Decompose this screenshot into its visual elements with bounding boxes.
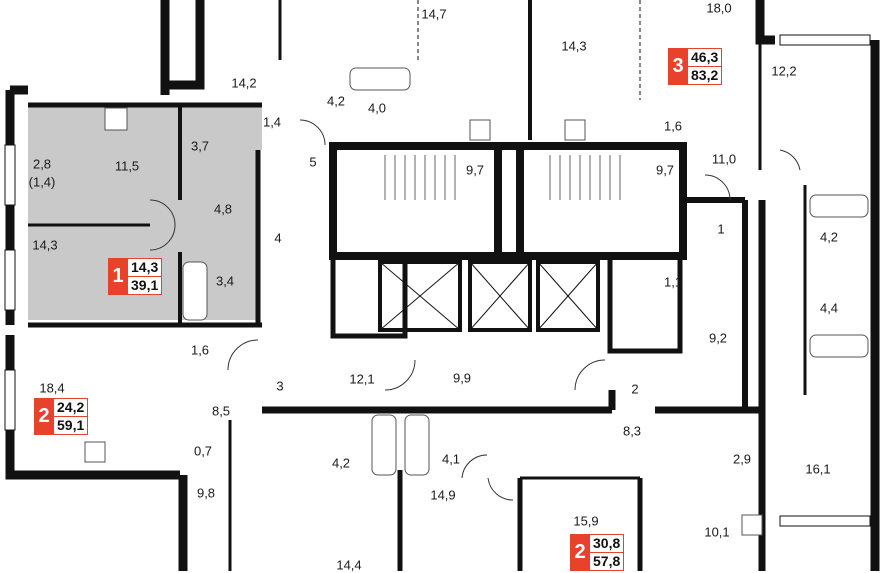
room-number: 4 bbox=[274, 230, 282, 246]
room-area: 9,2 bbox=[708, 330, 728, 346]
badge-rooms: 3 bbox=[668, 48, 688, 85]
badge-total-area: 59,1 bbox=[57, 417, 85, 433]
room-area: 4,8 bbox=[213, 201, 233, 217]
room-number: 2 bbox=[631, 381, 639, 397]
room-area: 18,4 bbox=[39, 380, 65, 396]
room-area: 4,1 bbox=[441, 451, 461, 467]
badge-rooms: 2 bbox=[34, 398, 54, 435]
room-area: 4,2 bbox=[819, 229, 839, 245]
room-area: 9,7 bbox=[655, 162, 675, 178]
room-area: 14,3 bbox=[32, 237, 58, 253]
room-area: 14,2 bbox=[231, 75, 257, 91]
room-number: 5 bbox=[309, 154, 317, 170]
badge-living-area: 46,3 bbox=[688, 49, 722, 67]
room-area: 1,6 bbox=[190, 342, 210, 358]
room-area: 3,4 bbox=[215, 273, 235, 289]
room-number: 1 bbox=[717, 221, 725, 237]
room-area: 2,9 bbox=[732, 451, 752, 467]
bathtubs bbox=[182, 67, 869, 476]
windows bbox=[4, 34, 871, 527]
room-area: 14,4 bbox=[336, 557, 362, 573]
room-area: 11,5 bbox=[114, 158, 140, 174]
room-area: 14,9 bbox=[430, 487, 456, 503]
room-area: 2,8 bbox=[32, 156, 52, 172]
room-area: 9,8 bbox=[196, 485, 216, 501]
room-area: 4,4 bbox=[819, 300, 839, 316]
room-area: 1,1 bbox=[663, 274, 683, 290]
room-area: 18,0 bbox=[706, 0, 732, 16]
room-area: 8,3 bbox=[622, 423, 642, 439]
badge-living-area: 24,2 bbox=[54, 399, 88, 417]
badge-total-area: 39,1 bbox=[131, 277, 159, 293]
room-area: 0,7 bbox=[193, 443, 213, 459]
doors bbox=[149, 119, 801, 501]
room-area: 8,5 bbox=[211, 403, 231, 419]
badge-rooms: 2 bbox=[570, 534, 590, 571]
room-area: 4,0 bbox=[367, 100, 387, 116]
room-area: 9,7 bbox=[465, 162, 485, 178]
room-area: 16,1 bbox=[805, 461, 831, 477]
room-area: 4,2 bbox=[326, 93, 346, 109]
elevators bbox=[379, 261, 599, 331]
room-area: 12,1 bbox=[349, 371, 375, 387]
room-area: 14,7 bbox=[421, 6, 447, 22]
badge-rooms: 1 bbox=[108, 258, 128, 295]
stoves bbox=[84, 107, 763, 536]
badge-living-area: 14,3 bbox=[128, 259, 162, 277]
room-area: 14,3 bbox=[561, 38, 587, 54]
room-area: 4,2 bbox=[331, 455, 351, 471]
room-area: 3,7 bbox=[190, 138, 210, 154]
walls bbox=[5, 0, 880, 571]
room-area: 15,9 bbox=[573, 513, 599, 529]
badge-total-area: 83,2 bbox=[691, 67, 719, 83]
room-area: 1,6 bbox=[663, 118, 683, 134]
room-area: 11,0 bbox=[711, 151, 737, 167]
badge-living-area: 30,8 bbox=[590, 535, 624, 553]
room-area: 1,4 bbox=[262, 114, 282, 130]
room-area: 9,9 bbox=[452, 370, 472, 386]
room-number: 3 bbox=[276, 378, 284, 394]
room-area: 12,2 bbox=[771, 63, 797, 79]
room-area: (1,4) bbox=[28, 174, 56, 190]
badge-total-area: 57,8 bbox=[593, 553, 621, 569]
stairs bbox=[384, 155, 621, 200]
room-area: 10,1 bbox=[704, 524, 730, 540]
